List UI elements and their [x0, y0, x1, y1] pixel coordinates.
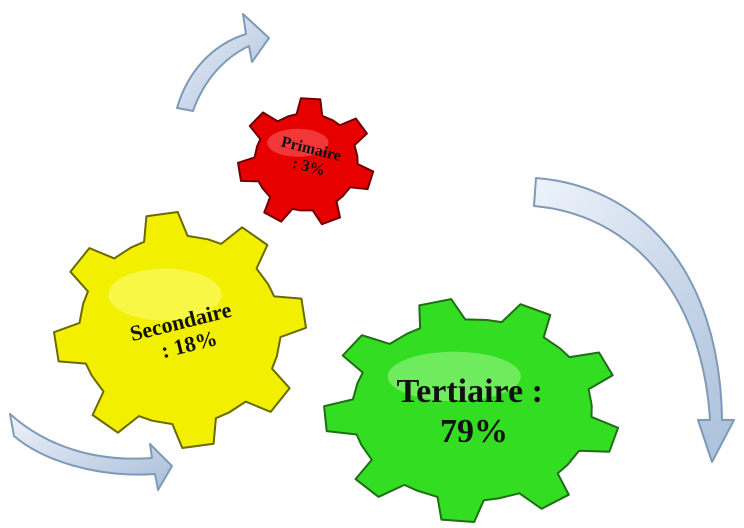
gear-tertiaire-line2: 79% — [440, 413, 508, 450]
gear-tertiaire: Tertiaire : 79% — [323, 298, 620, 523]
gear-tertiaire-line1: Tertiaire : — [397, 373, 543, 410]
gear-secondaire-shape — [53, 211, 307, 449]
gear-tertiaire-shape — [323, 298, 620, 523]
gear-tertiaire-highlight — [387, 351, 521, 402]
gear-secondaire-highlight — [108, 268, 222, 321]
gear-primaire-highlight — [267, 128, 329, 157]
gear-primaire: Primaire : 3% — [237, 97, 375, 226]
gear-tertiaire-label: Tertiaire : 79% — [397, 373, 552, 450]
gear-primaire-shape — [237, 97, 375, 226]
gear-secondaire: Secondaire : 18% — [53, 211, 307, 449]
arrow-bottom-left — [9, 413, 173, 491]
arrow-top — [176, 13, 270, 112]
arrow-right — [533, 177, 735, 463]
